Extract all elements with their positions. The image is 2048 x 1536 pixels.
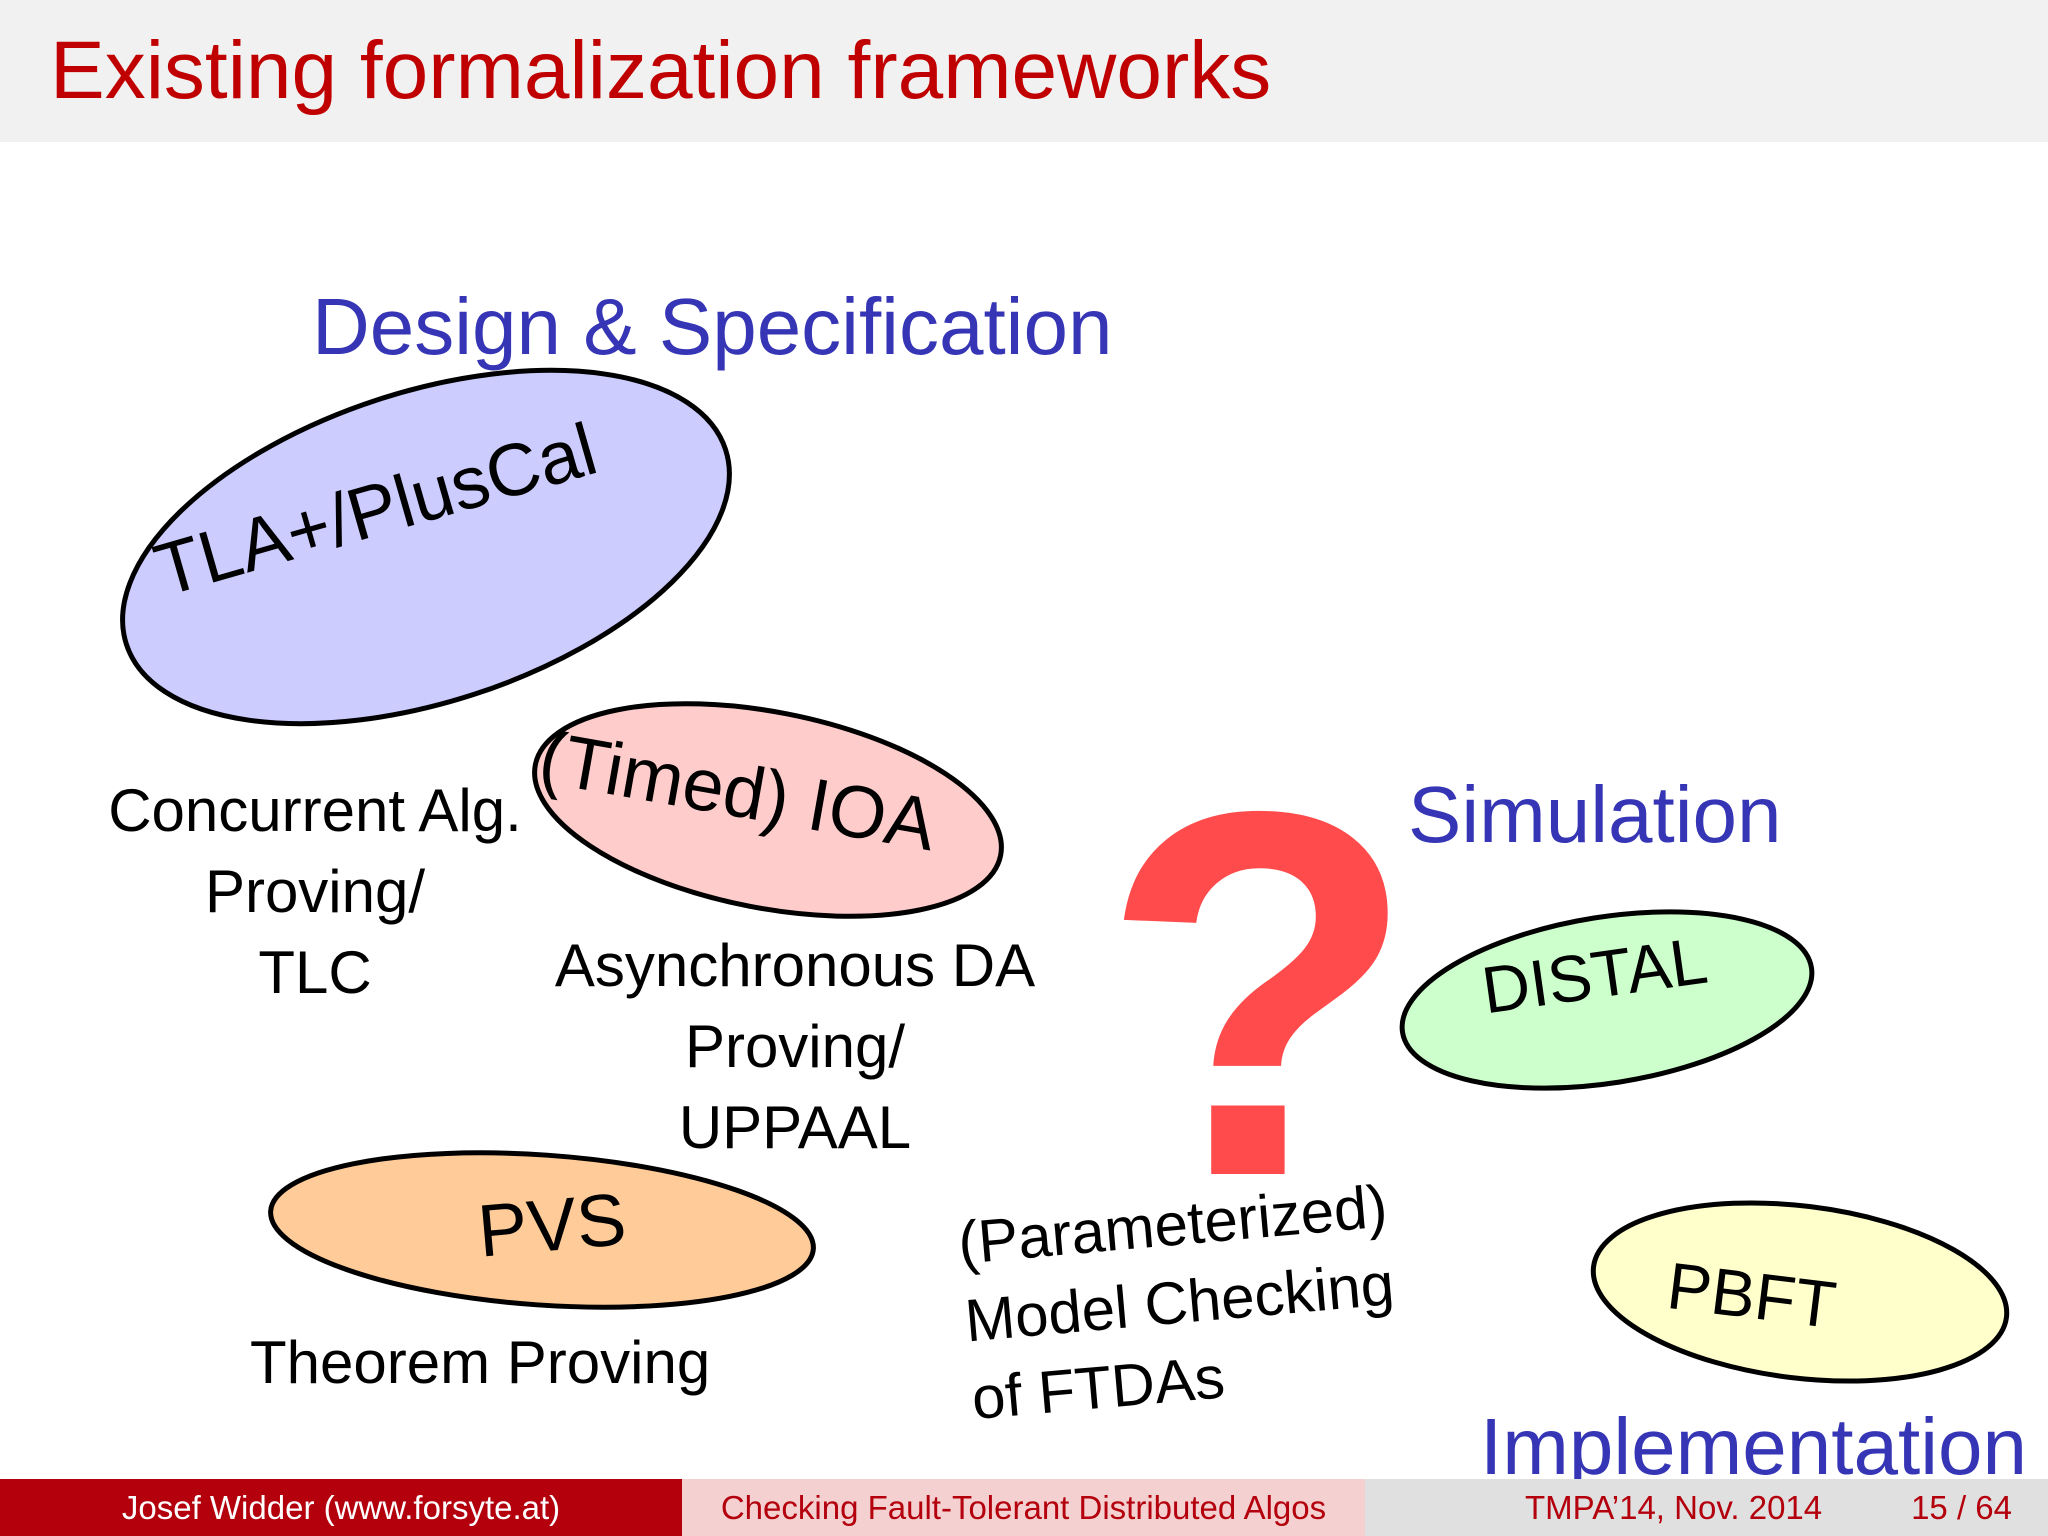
parameterized-mc-note: (Parameterized) Model Checking of FTDAs: [955, 1168, 1404, 1439]
ioa-ellipse: [532, 701, 1004, 919]
footer-event-block: TMPA’14, Nov. 2014 15 / 64: [1365, 1479, 2048, 1536]
title-bar: Existing formalization frameworks: [0, 0, 2048, 142]
tla-ellipse: [120, 367, 732, 727]
footer-event: TMPA’14, Nov. 2014: [1525, 1489, 1823, 1526]
distal-ellipse: [1399, 909, 1815, 1091]
footer-talk-title: Checking Fault-Tolerant Distributed Algo…: [682, 1479, 1365, 1536]
footer-page-number: 15 / 64: [1911, 1489, 2012, 1526]
slide-title: Existing formalization frameworks: [50, 25, 1272, 116]
heading-implementation: Implementation: [1480, 1402, 2027, 1491]
question-mark: ?: [1100, 704, 1418, 1285]
theorem-proving-note: Theorem Proving: [250, 1329, 711, 1396]
note-line: Proving/: [204, 858, 426, 925]
pvs-label: PVS: [474, 1177, 630, 1273]
concurrent-alg-note: Concurrent Alg. Proving/ TLC: [80, 770, 550, 1013]
note-line: Proving/: [684, 1013, 906, 1080]
note-line: TLC: [258, 939, 372, 1006]
note-line: Asynchronous DA: [554, 932, 1036, 999]
footer: Josef Widder (www.forsyte.at) Checking F…: [0, 1479, 2048, 1536]
note-line: UPPAAL: [678, 1094, 912, 1161]
asynchronous-da-note: Asynchronous DA Proving/ UPPAAL: [520, 925, 1070, 1168]
heading-simulation: Simulation: [1408, 770, 1782, 859]
note-line: Concurrent Alg.: [108, 777, 522, 844]
footer-author: Josef Widder (www.forsyte.at): [0, 1479, 682, 1536]
pbft-ellipse: [1590, 1200, 2010, 1384]
pvs-ellipse: [268, 1150, 816, 1310]
heading-design-specification: Design & Specification: [312, 282, 1113, 371]
